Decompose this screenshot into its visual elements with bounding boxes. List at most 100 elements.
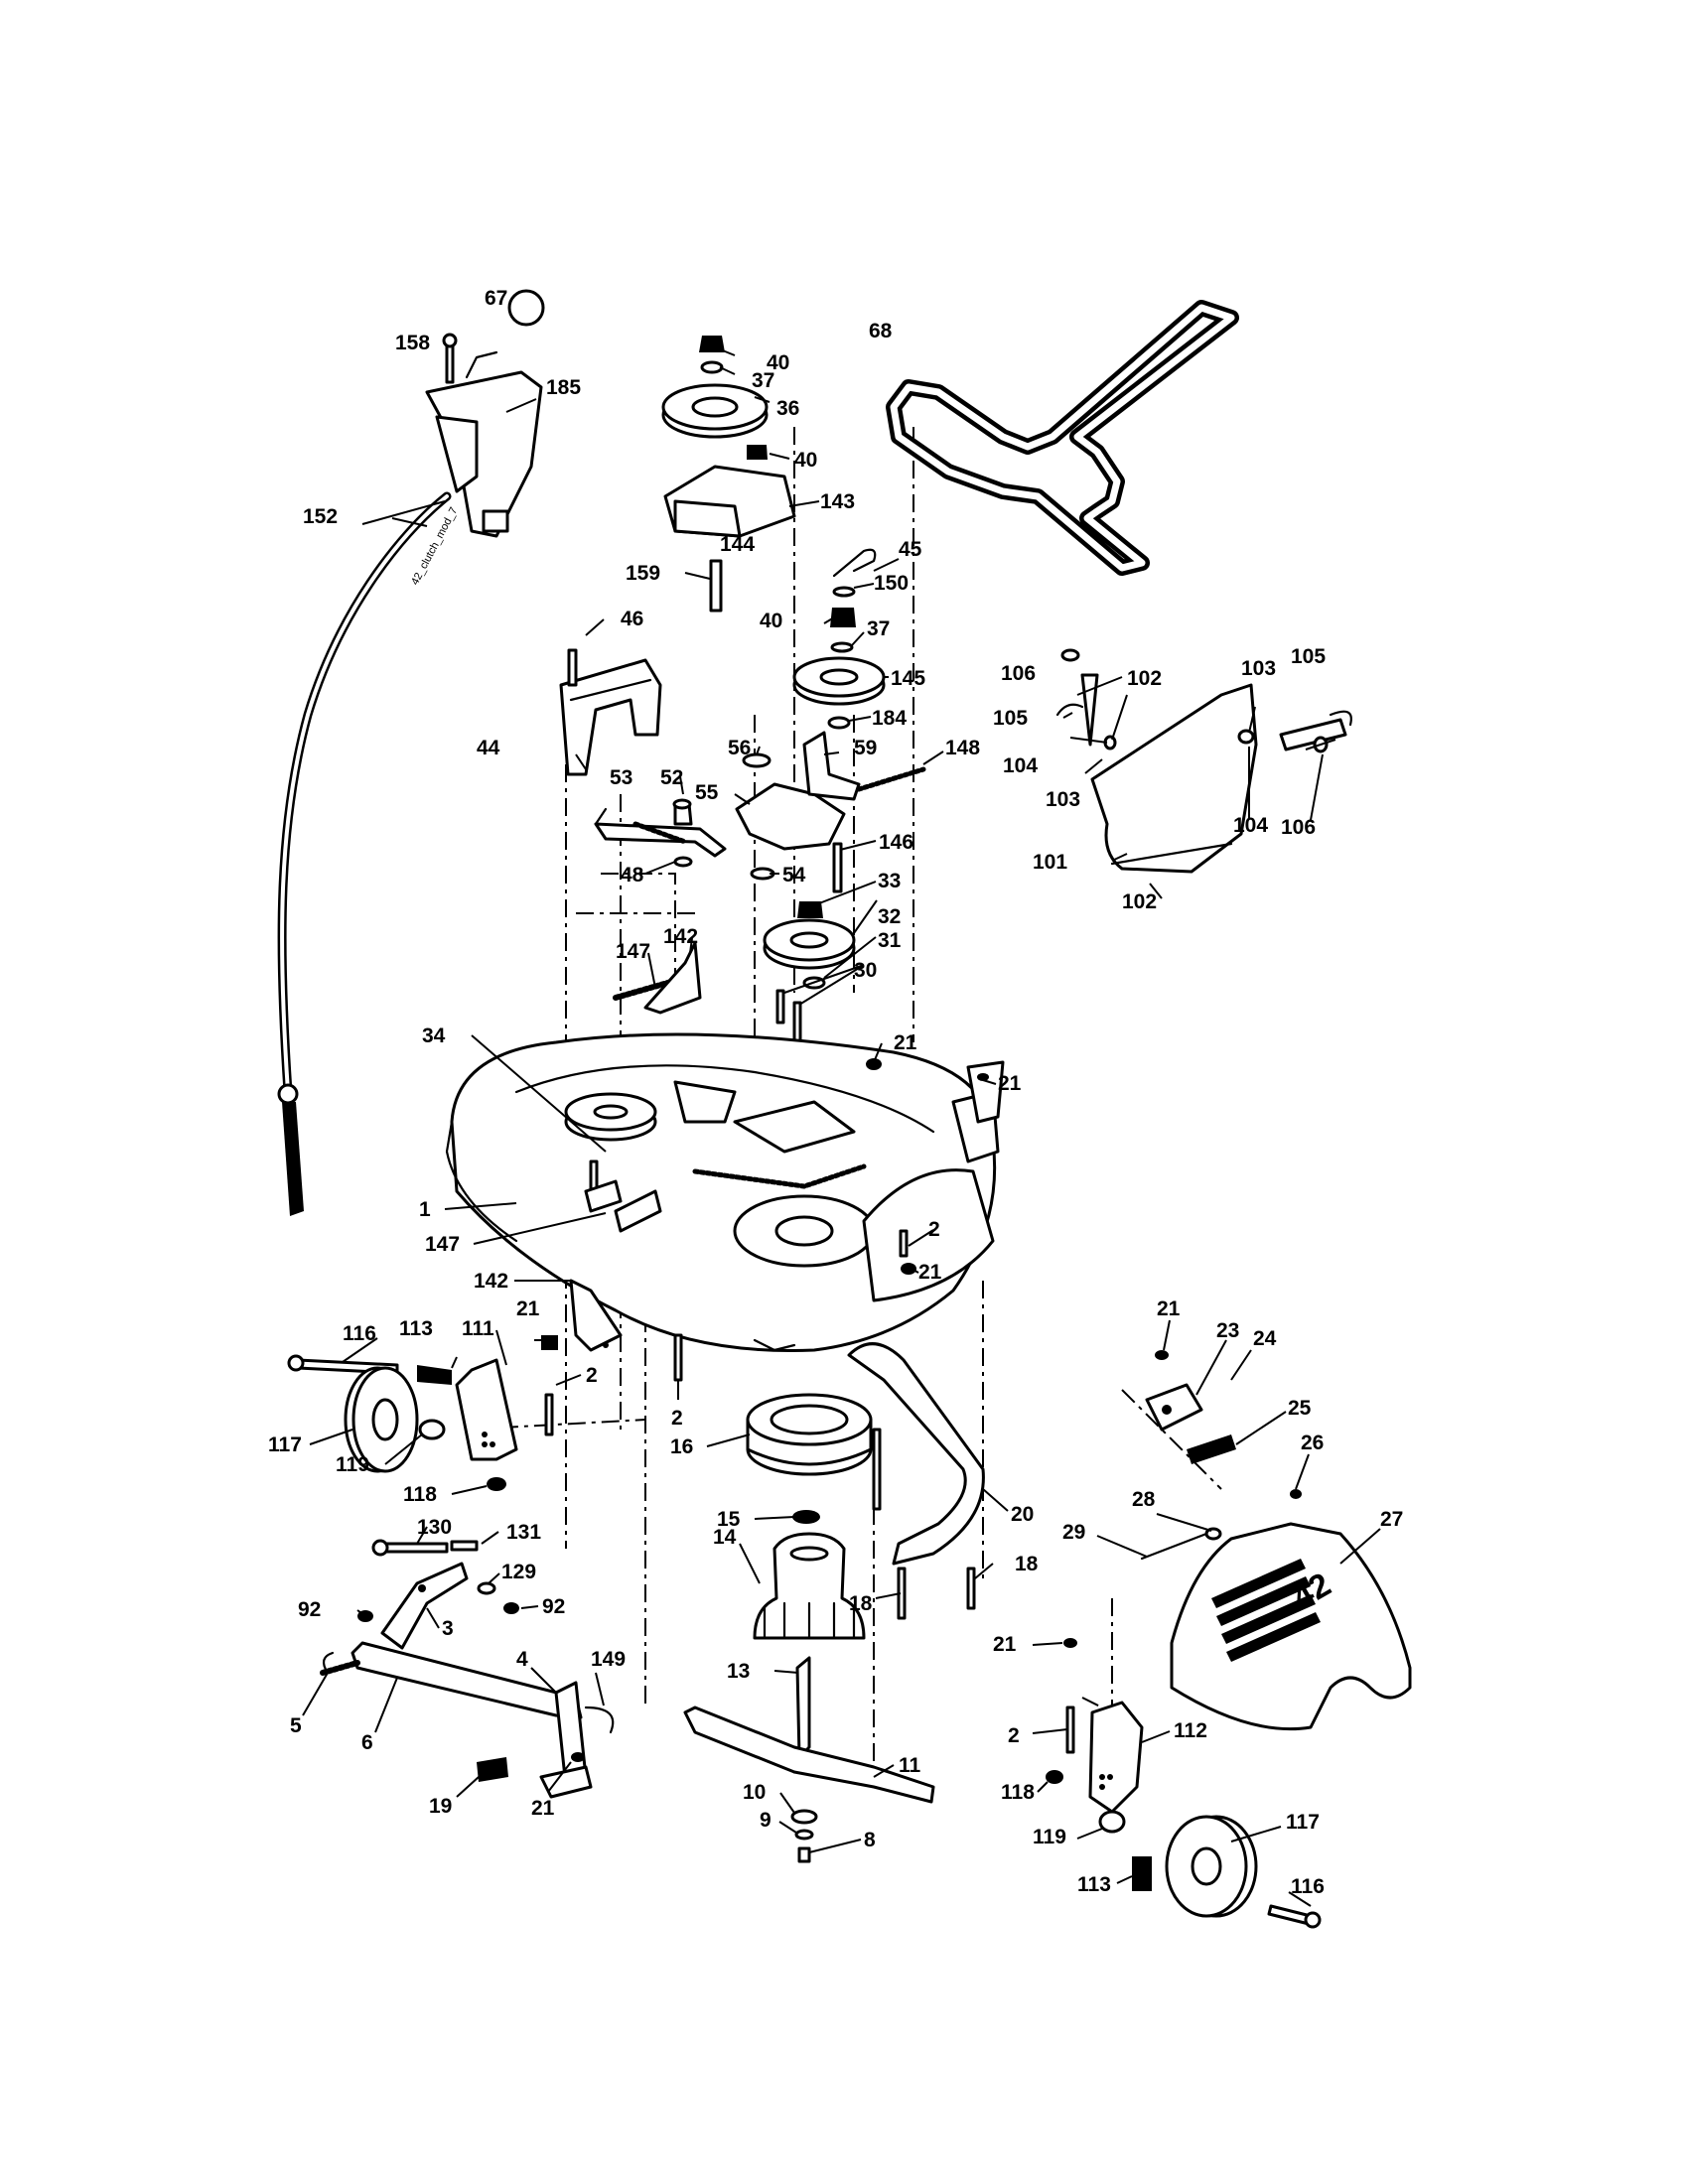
callout-147a: 147	[616, 940, 650, 963]
callout-142a: 142	[663, 925, 698, 948]
callout-3: 3	[442, 1617, 454, 1640]
callout-52: 52	[660, 766, 683, 789]
callout-18a: 18	[1015, 1553, 1039, 1575]
knob-67	[507, 289, 545, 327]
spindle-housing-14	[753, 1532, 866, 1640]
callout-118b: 118	[1001, 1781, 1035, 1804]
callout-159: 159	[626, 562, 660, 585]
right-rear-linkage	[1140, 1350, 1302, 1561]
callout-21c: 21	[918, 1261, 942, 1284]
callout-117b: 117	[1286, 1811, 1320, 1834]
bracket-111	[455, 1358, 518, 1461]
blade-11	[683, 1706, 935, 1804]
bracket-112	[1088, 1701, 1144, 1814]
callout-10: 10	[743, 1781, 766, 1804]
idler-pulley-group	[661, 336, 796, 613]
bolt-113-a	[417, 1365, 452, 1385]
callout-20: 20	[1011, 1503, 1034, 1526]
callout-113b: 113	[1077, 1873, 1111, 1896]
lift-link-group	[320, 1641, 615, 1799]
bolt-19	[477, 1757, 508, 1782]
washer-119-a	[418, 1419, 446, 1440]
callout-56: 56	[728, 737, 751, 759]
brake-rod-group	[594, 798, 727, 868]
callout-2a: 2	[928, 1218, 940, 1241]
nut-92-b	[503, 1602, 519, 1614]
callout-6: 6	[361, 1731, 373, 1754]
callout-68: 68	[869, 320, 893, 342]
chute-deflector-group	[1055, 648, 1352, 874]
callout-112: 112	[1174, 1719, 1207, 1742]
callout-116a: 116	[343, 1322, 376, 1345]
spindle-stack	[683, 1393, 935, 1863]
callout-103a: 103	[1241, 657, 1276, 680]
rod-29	[1140, 1532, 1208, 1561]
callout-34: 34	[422, 1024, 446, 1047]
callout-185: 185	[546, 376, 581, 399]
callout-30: 30	[854, 959, 877, 982]
callout-152: 152	[303, 505, 338, 528]
center-idler-stack	[792, 548, 886, 730]
callout-11: 11	[899, 1754, 921, 1777]
leader-lines	[302, 341, 1381, 1907]
callout-150: 150	[874, 572, 909, 595]
callout-142b: 142	[474, 1270, 508, 1293]
callout-104b: 104	[1233, 814, 1268, 837]
bolt-2-d	[1065, 1706, 1075, 1754]
callout-144: 144	[720, 533, 755, 556]
callout-119b: 119	[1033, 1826, 1066, 1848]
callout-53: 53	[610, 766, 632, 789]
lower-arm-142	[541, 1279, 623, 1436]
callout-102a: 102	[1127, 667, 1162, 690]
callout-36: 36	[776, 397, 799, 420]
callout-46: 46	[621, 608, 643, 630]
washer-9	[794, 1829, 814, 1841]
callout-2c: 2	[671, 1407, 683, 1430]
callout-105a: 105	[1291, 645, 1326, 668]
callout-4: 4	[516, 1648, 528, 1671]
discharge-chute-27: 42	[1170, 1522, 1412, 1731]
nut-21-f	[571, 1752, 585, 1762]
callout-130: 130	[417, 1516, 452, 1539]
linkage-left	[357, 1539, 519, 1650]
callout-33: 33	[878, 870, 901, 892]
callout-21g: 21	[993, 1633, 1017, 1656]
washer-119-b	[1098, 1810, 1126, 1834]
callout-102b: 102	[1122, 890, 1157, 913]
idler-arm-group	[735, 731, 926, 893]
callout-40b: 40	[794, 449, 817, 472]
callout-147b: 147	[425, 1233, 460, 1256]
callout-105b: 105	[993, 707, 1028, 730]
callout-146: 146	[879, 831, 913, 854]
callout-106b: 106	[1281, 816, 1316, 839]
callout-148: 148	[945, 737, 980, 759]
callout-26: 26	[1301, 1432, 1324, 1454]
callout-131: 131	[506, 1521, 541, 1544]
belt-keeper-44	[559, 648, 662, 776]
callout-21b: 21	[998, 1072, 1022, 1095]
bolt-131	[450, 1540, 479, 1552]
callout-24: 24	[1253, 1327, 1277, 1350]
bolt-46	[567, 648, 578, 687]
callout-9: 9	[760, 1809, 772, 1832]
callout-13: 13	[727, 1660, 750, 1683]
callout-44: 44	[477, 737, 500, 759]
callout-67: 67	[485, 287, 507, 310]
callout-59: 59	[854, 737, 877, 759]
callout-48: 48	[621, 864, 644, 887]
washer-37-a	[700, 360, 724, 374]
callout-149: 149	[591, 1648, 626, 1671]
callout-143: 143	[820, 490, 855, 513]
callout-55: 55	[695, 781, 719, 804]
nut-118-a	[487, 1477, 506, 1491]
bolt-158	[445, 341, 455, 384]
callout-29: 29	[1062, 1521, 1085, 1544]
callout-27: 27	[1380, 1508, 1403, 1531]
callout-101: 101	[1033, 851, 1067, 874]
callout-92b: 92	[542, 1595, 565, 1618]
callout-117a: 117	[268, 1433, 302, 1456]
callout-25: 25	[1288, 1397, 1312, 1420]
callout-8: 8	[864, 1829, 876, 1851]
